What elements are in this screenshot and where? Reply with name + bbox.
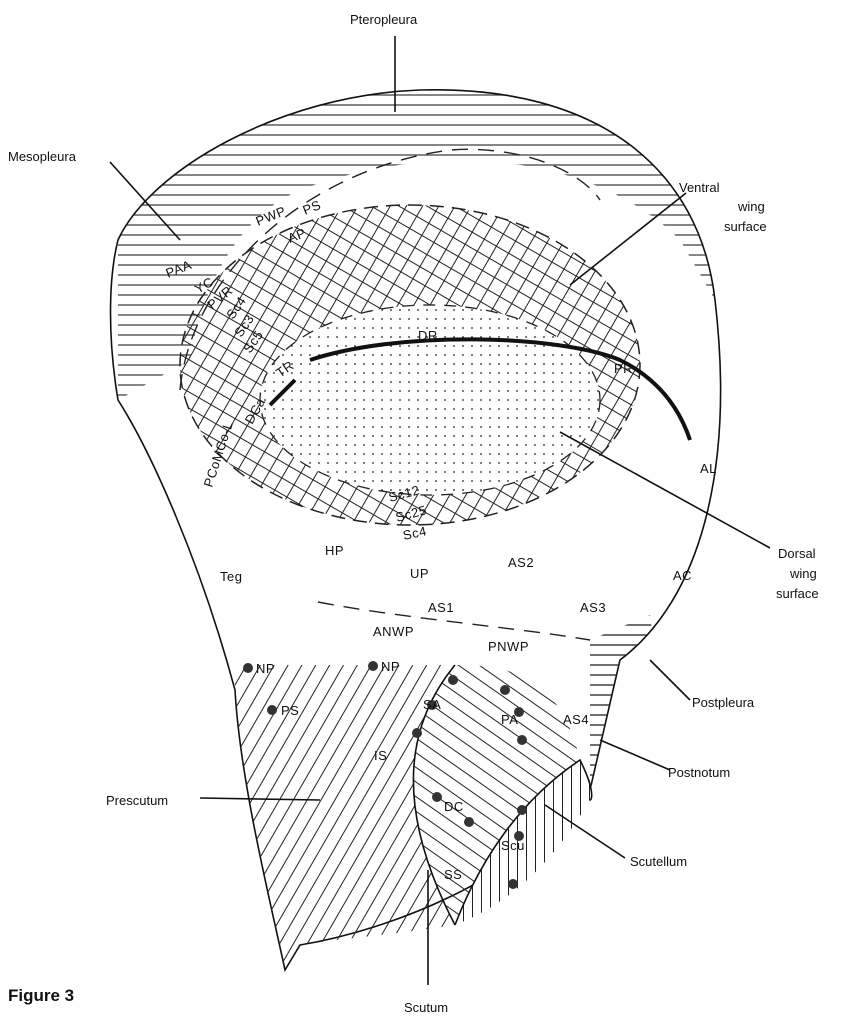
code-np-left: NP [256, 661, 275, 676]
label-postpleura: Postpleura [692, 695, 755, 710]
code-dc: DC [444, 799, 464, 814]
code-teg: Teg [220, 569, 242, 584]
leader-postpleura [650, 660, 690, 700]
label-ventral-2: wing [737, 199, 765, 214]
code-pnwp: PNWP [488, 639, 529, 654]
code-ss: SS [444, 867, 462, 882]
code-as1: AS1 [428, 600, 454, 615]
code-al: AL [700, 461, 717, 476]
figure-caption: Figure 3 [8, 986, 74, 1005]
code-scu: Scu [501, 838, 525, 853]
code-sc4-bottom: Sc4 [402, 523, 429, 543]
code-np-mid: NP [381, 659, 400, 674]
label-dorsal-3: surface [776, 586, 819, 601]
label-scutum: Scutum [404, 1000, 448, 1015]
leader-ventral [570, 193, 686, 285]
label-prescutum: Prescutum [106, 793, 168, 808]
code-hp: HP [325, 543, 344, 558]
leader-dorsal [560, 432, 770, 548]
label-mesopleura: Mesopleura [8, 149, 77, 164]
code-anwp: ANWP [373, 624, 414, 639]
label-pteropleura: Pteropleura [350, 12, 418, 27]
code-sa: SA [423, 697, 441, 712]
code-dr: DR [418, 328, 438, 343]
postpleura-region [590, 615, 660, 800]
label-dorsal-1: Dorsal [778, 546, 816, 561]
code-as4: AS4 [563, 712, 589, 727]
code-as3: AS3 [580, 600, 606, 615]
code-up: UP [410, 566, 429, 581]
label-dorsal-2: wing [789, 566, 817, 581]
code-pr: PR [614, 361, 633, 376]
label-scutellum: Scutellum [630, 854, 687, 869]
code-is: IS [374, 748, 387, 763]
label-postnotum: Postnotum [668, 765, 730, 780]
code-as2: AS2 [508, 555, 534, 570]
leader-postnotum [600, 740, 670, 770]
label-ventral-1: Ventral [679, 180, 720, 195]
label-ventral-3: surface [724, 219, 767, 234]
code-pa: PA [501, 712, 518, 727]
code-ac: AC [673, 568, 692, 583]
code-ps-upper: PS [301, 197, 324, 218]
code-ps-lower: PS [281, 703, 299, 718]
